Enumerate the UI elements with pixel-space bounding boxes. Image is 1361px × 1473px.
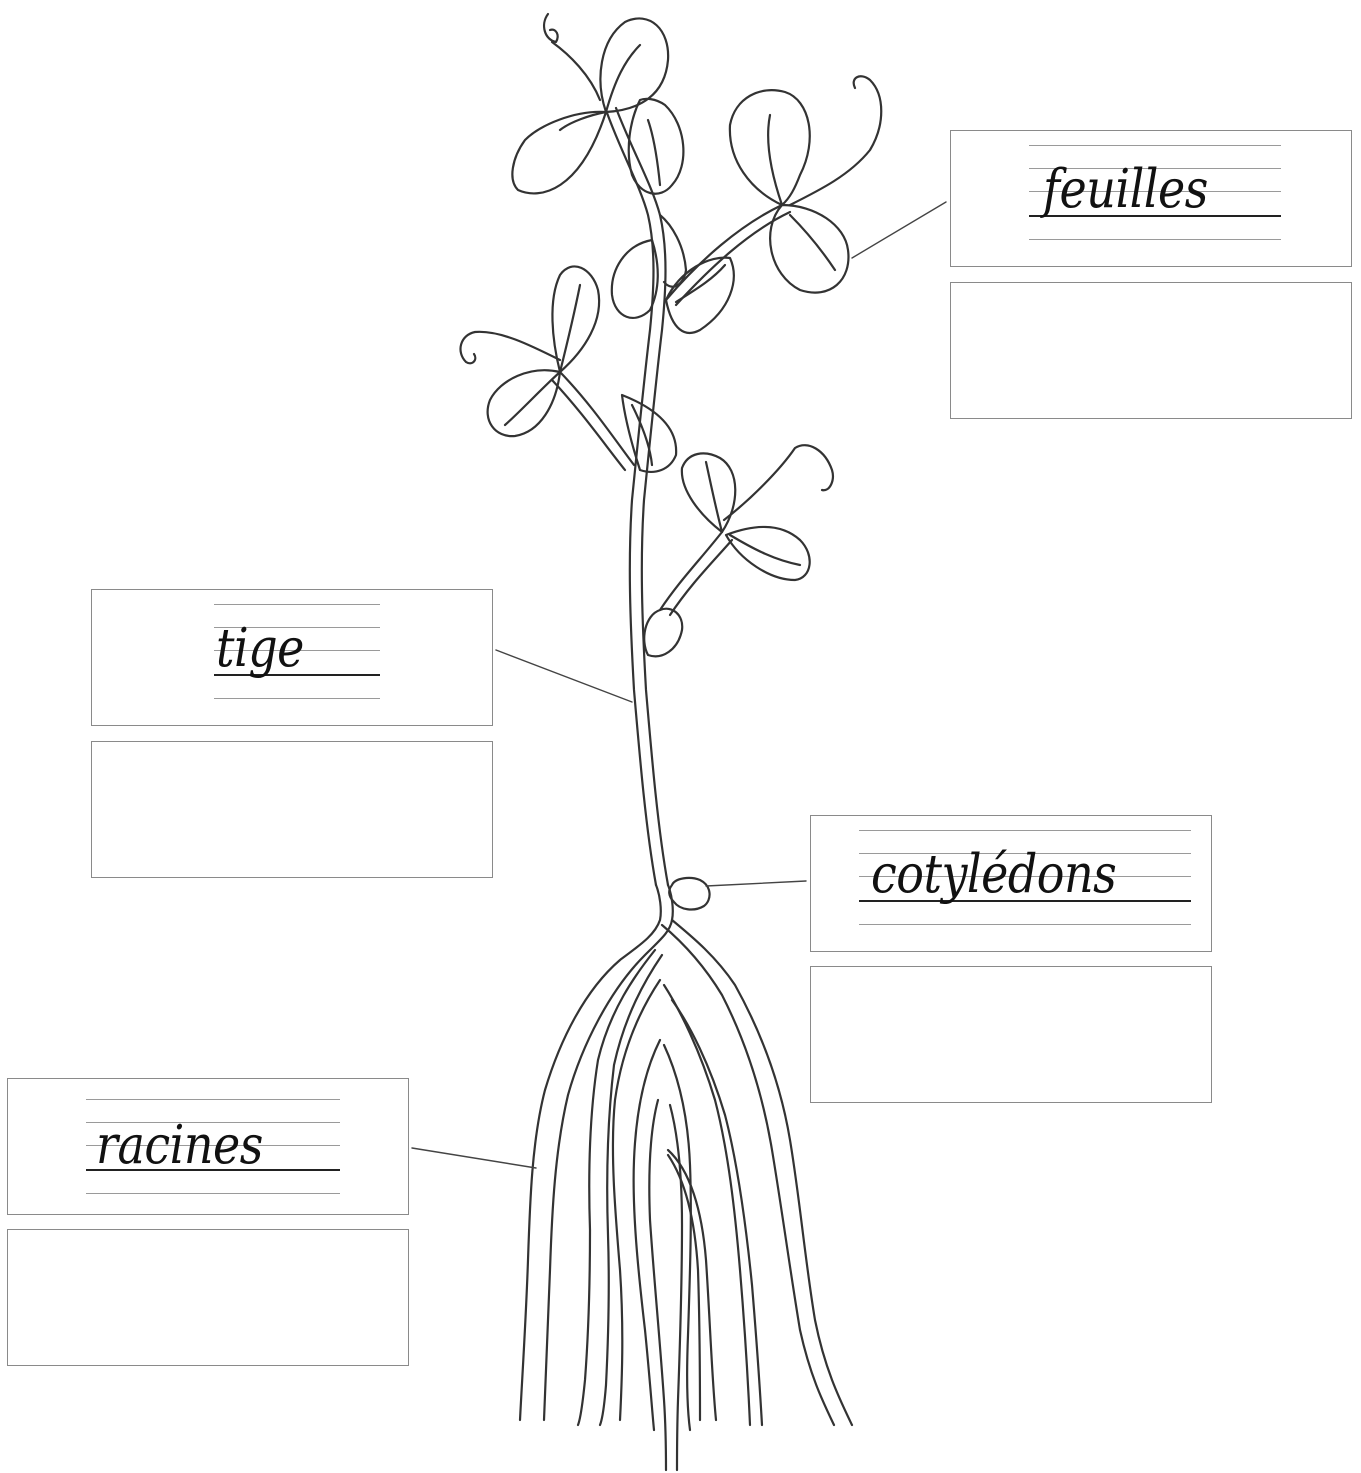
ruling-line	[1029, 239, 1281, 240]
answer-box-feuilles[interactable]	[950, 282, 1352, 419]
label-box-feuilles: feuilles	[950, 130, 1352, 267]
label-box-cotyledons: cotylédons	[810, 815, 1212, 952]
ruling-line	[214, 604, 380, 605]
label-tige: tige	[216, 621, 304, 674]
right-lower-leaflets	[644, 445, 833, 656]
right-upper-leaflets	[666, 76, 881, 333]
cotyledon-bulb	[669, 878, 709, 910]
left-middle-leaflets	[460, 266, 634, 470]
answer-box-racines[interactable]	[7, 1229, 409, 1366]
label-feuilles: feuilles	[1043, 162, 1208, 215]
label-box-tige: tige	[91, 589, 493, 726]
answer-box-cotyledons[interactable]	[810, 966, 1212, 1103]
roots	[520, 885, 852, 1470]
label-racines: racines	[96, 1118, 263, 1171]
ruling-line	[859, 924, 1191, 925]
ruling-line	[86, 1193, 340, 1194]
label-cotyledons: cotylédons	[871, 847, 1116, 900]
leader-line-tige	[496, 650, 632, 702]
label-box-racines: racines	[7, 1078, 409, 1215]
ruling-line	[86, 1099, 340, 1100]
ruling-line	[214, 698, 380, 699]
leader-line-feuilles	[852, 202, 946, 258]
ruling-line	[1029, 145, 1281, 146]
ruling-line	[859, 830, 1191, 831]
answer-box-tige[interactable]	[91, 741, 493, 878]
leader-line-racines	[412, 1148, 536, 1168]
top-leaflets	[512, 14, 683, 194]
stem-outline	[606, 108, 668, 885]
leader-line-cotyledons	[706, 881, 806, 886]
